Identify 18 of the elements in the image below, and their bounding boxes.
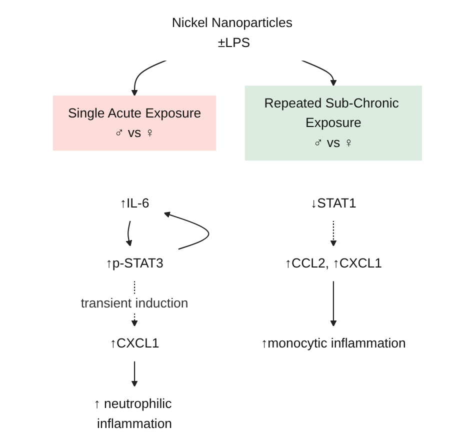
arrow [164,212,210,250]
node-text: Nickel Nanoparticles ±LPS [172,15,292,50]
arrow [330,220,337,247]
node-text: ↑CCL2, ↑CXCL1 [284,256,382,271]
node-text: ↑CXCL1 [110,336,160,351]
arrow [131,60,167,96]
arrow [131,360,138,387]
node-text: ↑ neutrophilic inflammation [94,396,172,431]
node-text: ↓STAT1 [310,196,356,210]
node-text: ↑p-STAT3 [106,256,164,271]
node-text: ↑IL-6 [120,196,150,210]
edge-label: transient induction [80,296,188,311]
node-box: Single Acute Exposure ♂ vs ♀ [52,96,216,151]
node-text: ↑monocytic inflammation [261,336,406,351]
arrow [301,60,337,86]
arrow [126,220,132,247]
arrow [330,280,337,327]
node-box: Repeated Sub-Chronic Exposure ♂ vs ♀ [244,86,422,161]
